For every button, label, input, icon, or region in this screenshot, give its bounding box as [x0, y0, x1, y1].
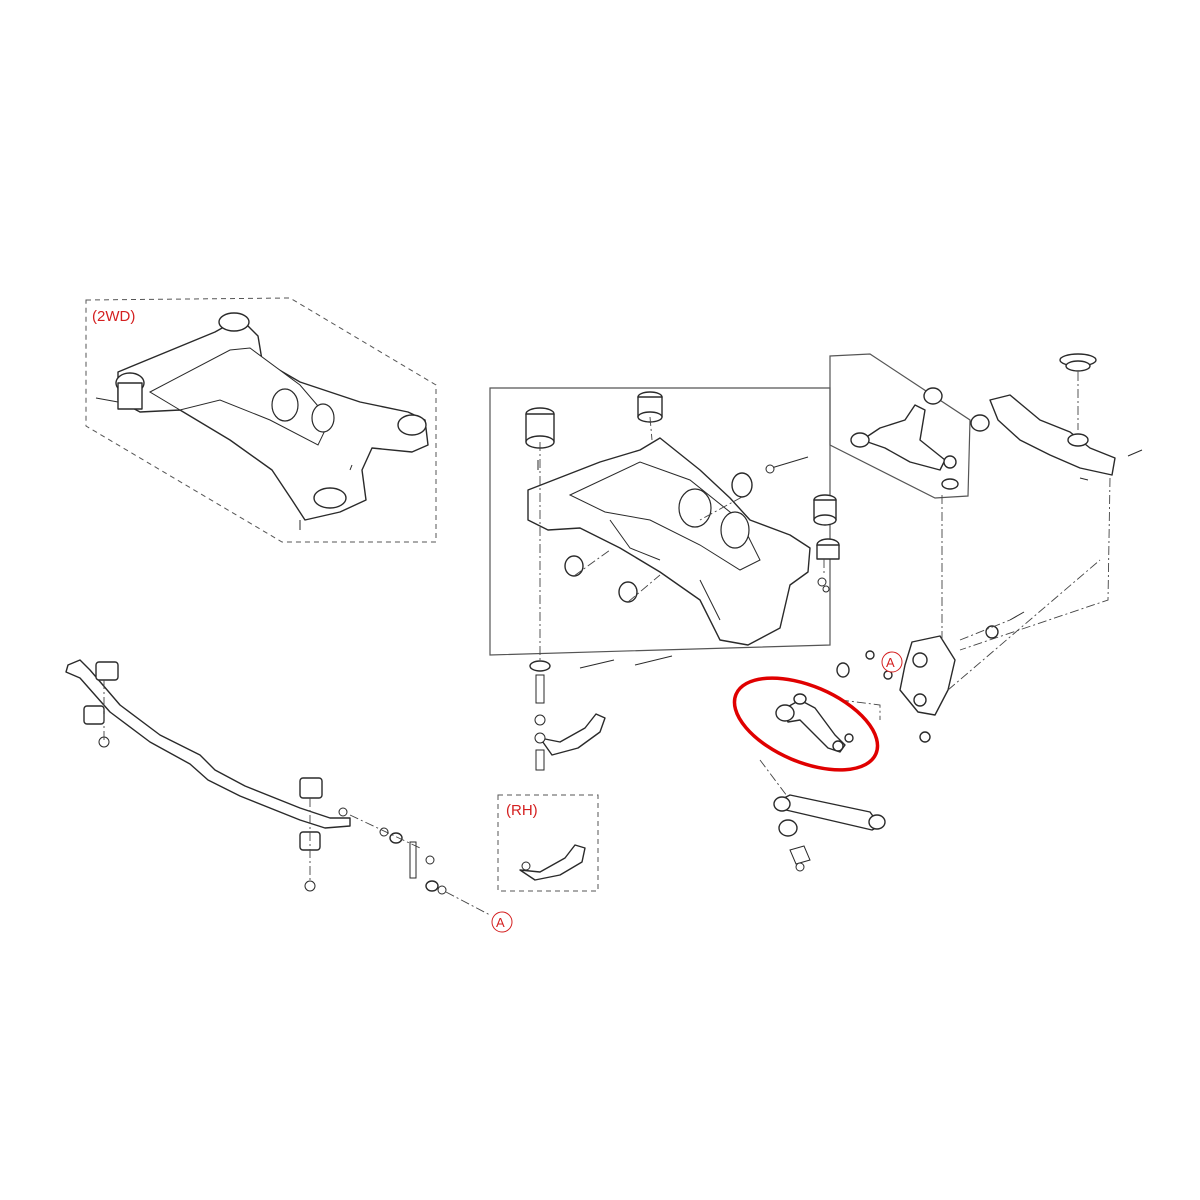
ref-marker-a-stabilizer	[491, 911, 513, 933]
trailing-arm-assembly	[959, 353, 1143, 651]
rear-knuckle	[899, 635, 956, 716]
stabilizer-bushing-right	[299, 777, 323, 892]
bracket-lh-group	[529, 660, 606, 771]
inset-rh: (RH)	[497, 794, 599, 892]
subframe-2wd	[95, 312, 429, 530]
upper-arm-inset-frame	[829, 353, 971, 499]
lateral-link	[773, 794, 886, 872]
ref-marker-a-knuckle	[881, 651, 903, 673]
subframe-frame	[489, 387, 831, 656]
highlight-ellipse	[732, 676, 880, 772]
upper-arm-inset	[829, 353, 971, 499]
subframe-mount-bushing-front-right	[637, 391, 663, 423]
label-rh: (RH)	[506, 802, 538, 819]
label-2wd: (2WD)	[92, 308, 135, 325]
subframe-leaders	[539, 416, 825, 660]
subframe-mount-bushing-rear	[813, 494, 840, 560]
stabilizer-leaders	[103, 680, 491, 916]
ref-marker-a-knuckle-text: A	[886, 655, 895, 670]
bracket-lh	[539, 713, 606, 756]
rear-lower-control-arm	[759, 693, 881, 801]
trailing-arm-bushing	[970, 414, 990, 432]
stabilizer-link	[338, 807, 447, 895]
rear-crossmember-subframe	[527, 437, 811, 646]
inset-2wd: (2WD)	[85, 297, 437, 543]
subframe-assembly-group	[489, 387, 840, 669]
inset-rh-border	[497, 794, 599, 892]
rear-knuckle-group: A	[836, 495, 1101, 743]
bracket-rh	[519, 844, 586, 881]
upper-control-arm	[850, 387, 959, 490]
subframe-bolts	[537, 456, 830, 669]
inset-2wd-border	[85, 297, 437, 543]
subframe-mount-bushing-front-left	[525, 407, 555, 449]
stabilizer-bar	[65, 659, 351, 829]
ref-marker-a-stabilizer-text: A	[496, 915, 505, 930]
arm-bushings	[564, 472, 753, 603]
stabilizer-bar-assembly: A	[65, 659, 513, 933]
knuckle-nut	[985, 625, 999, 639]
trailing-arm	[989, 394, 1116, 476]
